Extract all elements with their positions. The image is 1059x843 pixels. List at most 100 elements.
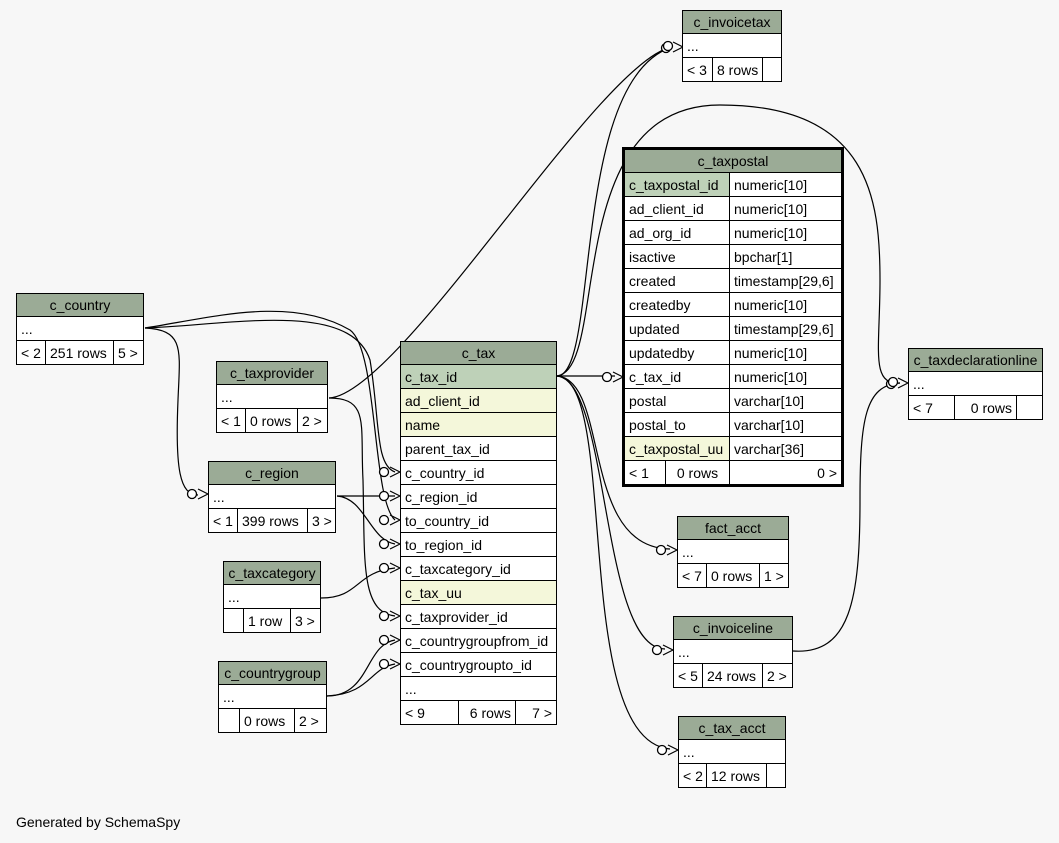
column-name[interactable]: c_country_id [399,460,558,485]
table-title[interactable]: c_countrygroup [217,661,328,685]
column-row[interactable]: c_region_id [399,484,558,509]
table-title[interactable]: c_invoicetax [682,10,782,34]
link-taxprovider-invoicetax [328,46,673,399]
parents-count: < 2 [16,340,46,365]
marker-region [186,488,198,500]
table-title[interactable]: c_region [208,461,336,485]
column-row[interactable]: to_country_id [399,508,558,533]
table-title[interactable]: c_taxprovider [215,361,329,385]
table-title[interactable]: c_tax_acct [677,716,787,740]
column-name[interactable]: postal_to [623,412,730,437]
column-name[interactable]: to_country_id [399,508,558,533]
table-c-invoicetax[interactable]: c_invoicetax ... < 3 8 rows [682,10,782,82]
column-type: numeric[10] [729,172,843,197]
column-name[interactable]: to_region_id [399,532,558,557]
column-row[interactable]: c_countrygroupto_id [399,652,558,677]
column-name[interactable]: isactive [623,244,730,269]
column-name[interactable]: c_taxpostal_id [623,172,730,197]
column-name[interactable]: parent_tax_id [399,436,558,461]
column-name[interactable]: postal [623,388,730,413]
columns-ellipsis: ... [672,639,794,664]
children-count [765,763,787,788]
table-c-taxcategory[interactable]: c_taxcategory ... 1 row 3 > [223,561,321,633]
column-name[interactable]: c_countrygroupfrom_id [399,628,558,653]
column-row[interactable]: ad_client_id [399,388,558,413]
column-name[interactable]: c_taxpostal_uu [623,436,730,461]
marker-country-id [378,466,390,478]
column-row[interactable]: c_tax_uu [399,580,558,605]
parents-count: < 9 [400,700,459,725]
column-name[interactable]: name [399,412,558,437]
table-title[interactable]: c_taxcategory [223,561,321,585]
column-name[interactable]: createdby [623,292,730,317]
column-row[interactable]: c_taxprovider_id [399,604,558,629]
column-name[interactable]: ad_client_id [623,196,730,221]
column-name[interactable]: c_taxprovider_id [399,604,558,629]
column-name[interactable]: c_tax_uu [399,580,558,605]
column-name[interactable]: ad_client_id [399,388,558,413]
table-title[interactable]: c_tax [399,341,558,365]
table-title[interactable]: c_taxdeclarationline [907,348,1044,372]
table-c-country[interactable]: c_country ... < 2 251 rows 5 > [15,293,145,365]
column-name[interactable]: c_countrygroupto_id [399,652,558,677]
column-name[interactable]: c_region_id [399,484,558,509]
column-name[interactable]: updated [623,316,730,341]
parents-count: < 1 [208,508,238,533]
column-name[interactable]: c_tax_id [623,364,730,389]
generated-by-footer[interactable]: Generated by SchemaSpy [16,814,181,830]
row-count: 0 rows [706,563,760,588]
marker-countrygroupfrom-id [378,634,390,646]
column-row[interactable]: to_region_id [399,532,558,557]
column-row[interactable]: c_country_id [399,460,558,485]
row-count: 12 rows [706,763,767,788]
columns-ellipsis: ... [215,384,329,409]
column-row[interactable]: c_taxcategory_id [399,556,558,581]
table-c-taxprovider[interactable]: c_taxprovider ... < 1 0 rows 2 > [215,361,329,433]
table-c-taxdeclarationline[interactable]: c_taxdeclarationline ... < 7 0 rows [907,348,1044,420]
table-title[interactable]: c_taxpostal [623,148,843,173]
column-name[interactable]: c_tax_id [399,364,558,389]
row-count: 6 rows [458,700,516,725]
marker-region-id [378,490,390,502]
column-name[interactable]: ... [399,676,558,701]
column-row[interactable]: name [399,412,558,437]
column-name[interactable]: c_taxcategory_id [399,556,558,581]
table-c-region[interactable]: c_region ... < 1 399 rows 3 > [208,461,336,533]
children-count: 1 > [758,563,790,588]
link-country-region [144,327,199,496]
table-title[interactable]: c_invoiceline [672,616,794,640]
column-name[interactable]: updatedby [623,340,730,365]
table-title[interactable]: c_country [15,293,145,317]
column-type: numeric[10] [729,364,843,389]
marker-taxpostal [601,371,613,383]
parents-count: < 3 [682,57,713,82]
table-c-invoiceline[interactable]: c_invoiceline ... < 5 24 rows 2 > [672,616,794,688]
column-row[interactable]: ... [399,676,558,701]
table-title[interactable]: fact_acct [676,516,790,540]
column-name[interactable]: ad_org_id [623,220,730,245]
table-fact-acct[interactable]: fact_acct ... < 7 0 rows 1 > [676,516,790,588]
table-c-countrygroup[interactable]: c_countrygroup ... 0 rows 2 > [217,661,328,733]
children-count [762,57,782,82]
column-type: timestamp[29,6] [729,268,843,293]
column-row[interactable]: parent_tax_id [399,436,558,461]
column-row[interactable]: c_tax_id [399,364,558,389]
column-name[interactable]: created [623,268,730,293]
column-row[interactable]: c_countrygroupfrom_id [399,628,558,653]
column-type: timestamp[29,6] [729,316,843,341]
table-c-tax-acct[interactable]: c_tax_acct ... < 2 12 rows [677,716,787,788]
